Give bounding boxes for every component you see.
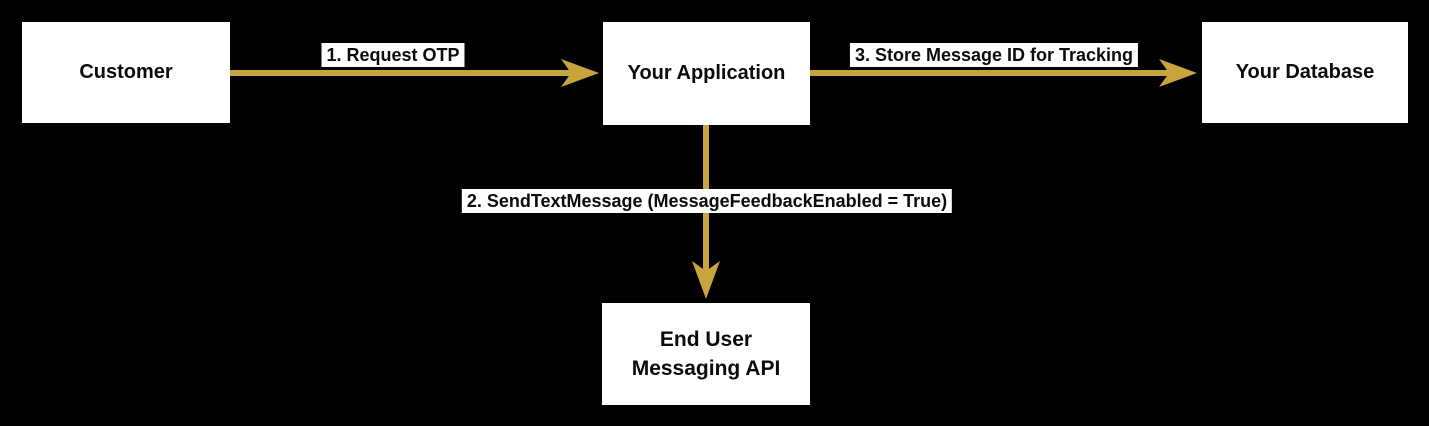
node-label-line-1: End User bbox=[659, 328, 753, 351]
arrowhead-right-icon bbox=[1159, 59, 1197, 87]
node-your-database: Your Database bbox=[1202, 22, 1408, 123]
edge-label-request-otp: 1. Request OTP bbox=[321, 43, 465, 67]
node-label: Customer bbox=[79, 61, 173, 83]
node-label: Your Database bbox=[1235, 61, 1375, 83]
arrowhead-down-icon bbox=[692, 261, 720, 299]
edge-label-store-message-id: 3. Store Message ID for Tracking bbox=[849, 43, 1139, 67]
node-your-application: Your Application bbox=[603, 22, 810, 125]
node-label-line-2: Messaging API bbox=[631, 357, 781, 380]
arrowhead-right-icon bbox=[561, 59, 599, 87]
node-customer: Customer bbox=[22, 22, 230, 123]
arrow-shaft bbox=[230, 70, 573, 76]
node-label: Your Application bbox=[627, 62, 786, 84]
arrow-shaft bbox=[810, 70, 1171, 76]
edge-label-send-text-message: 2. SendTextMessage (MessageFeedbackEnabl… bbox=[461, 189, 953, 213]
node-end-user-messaging-api: End User Messaging API bbox=[602, 303, 810, 405]
